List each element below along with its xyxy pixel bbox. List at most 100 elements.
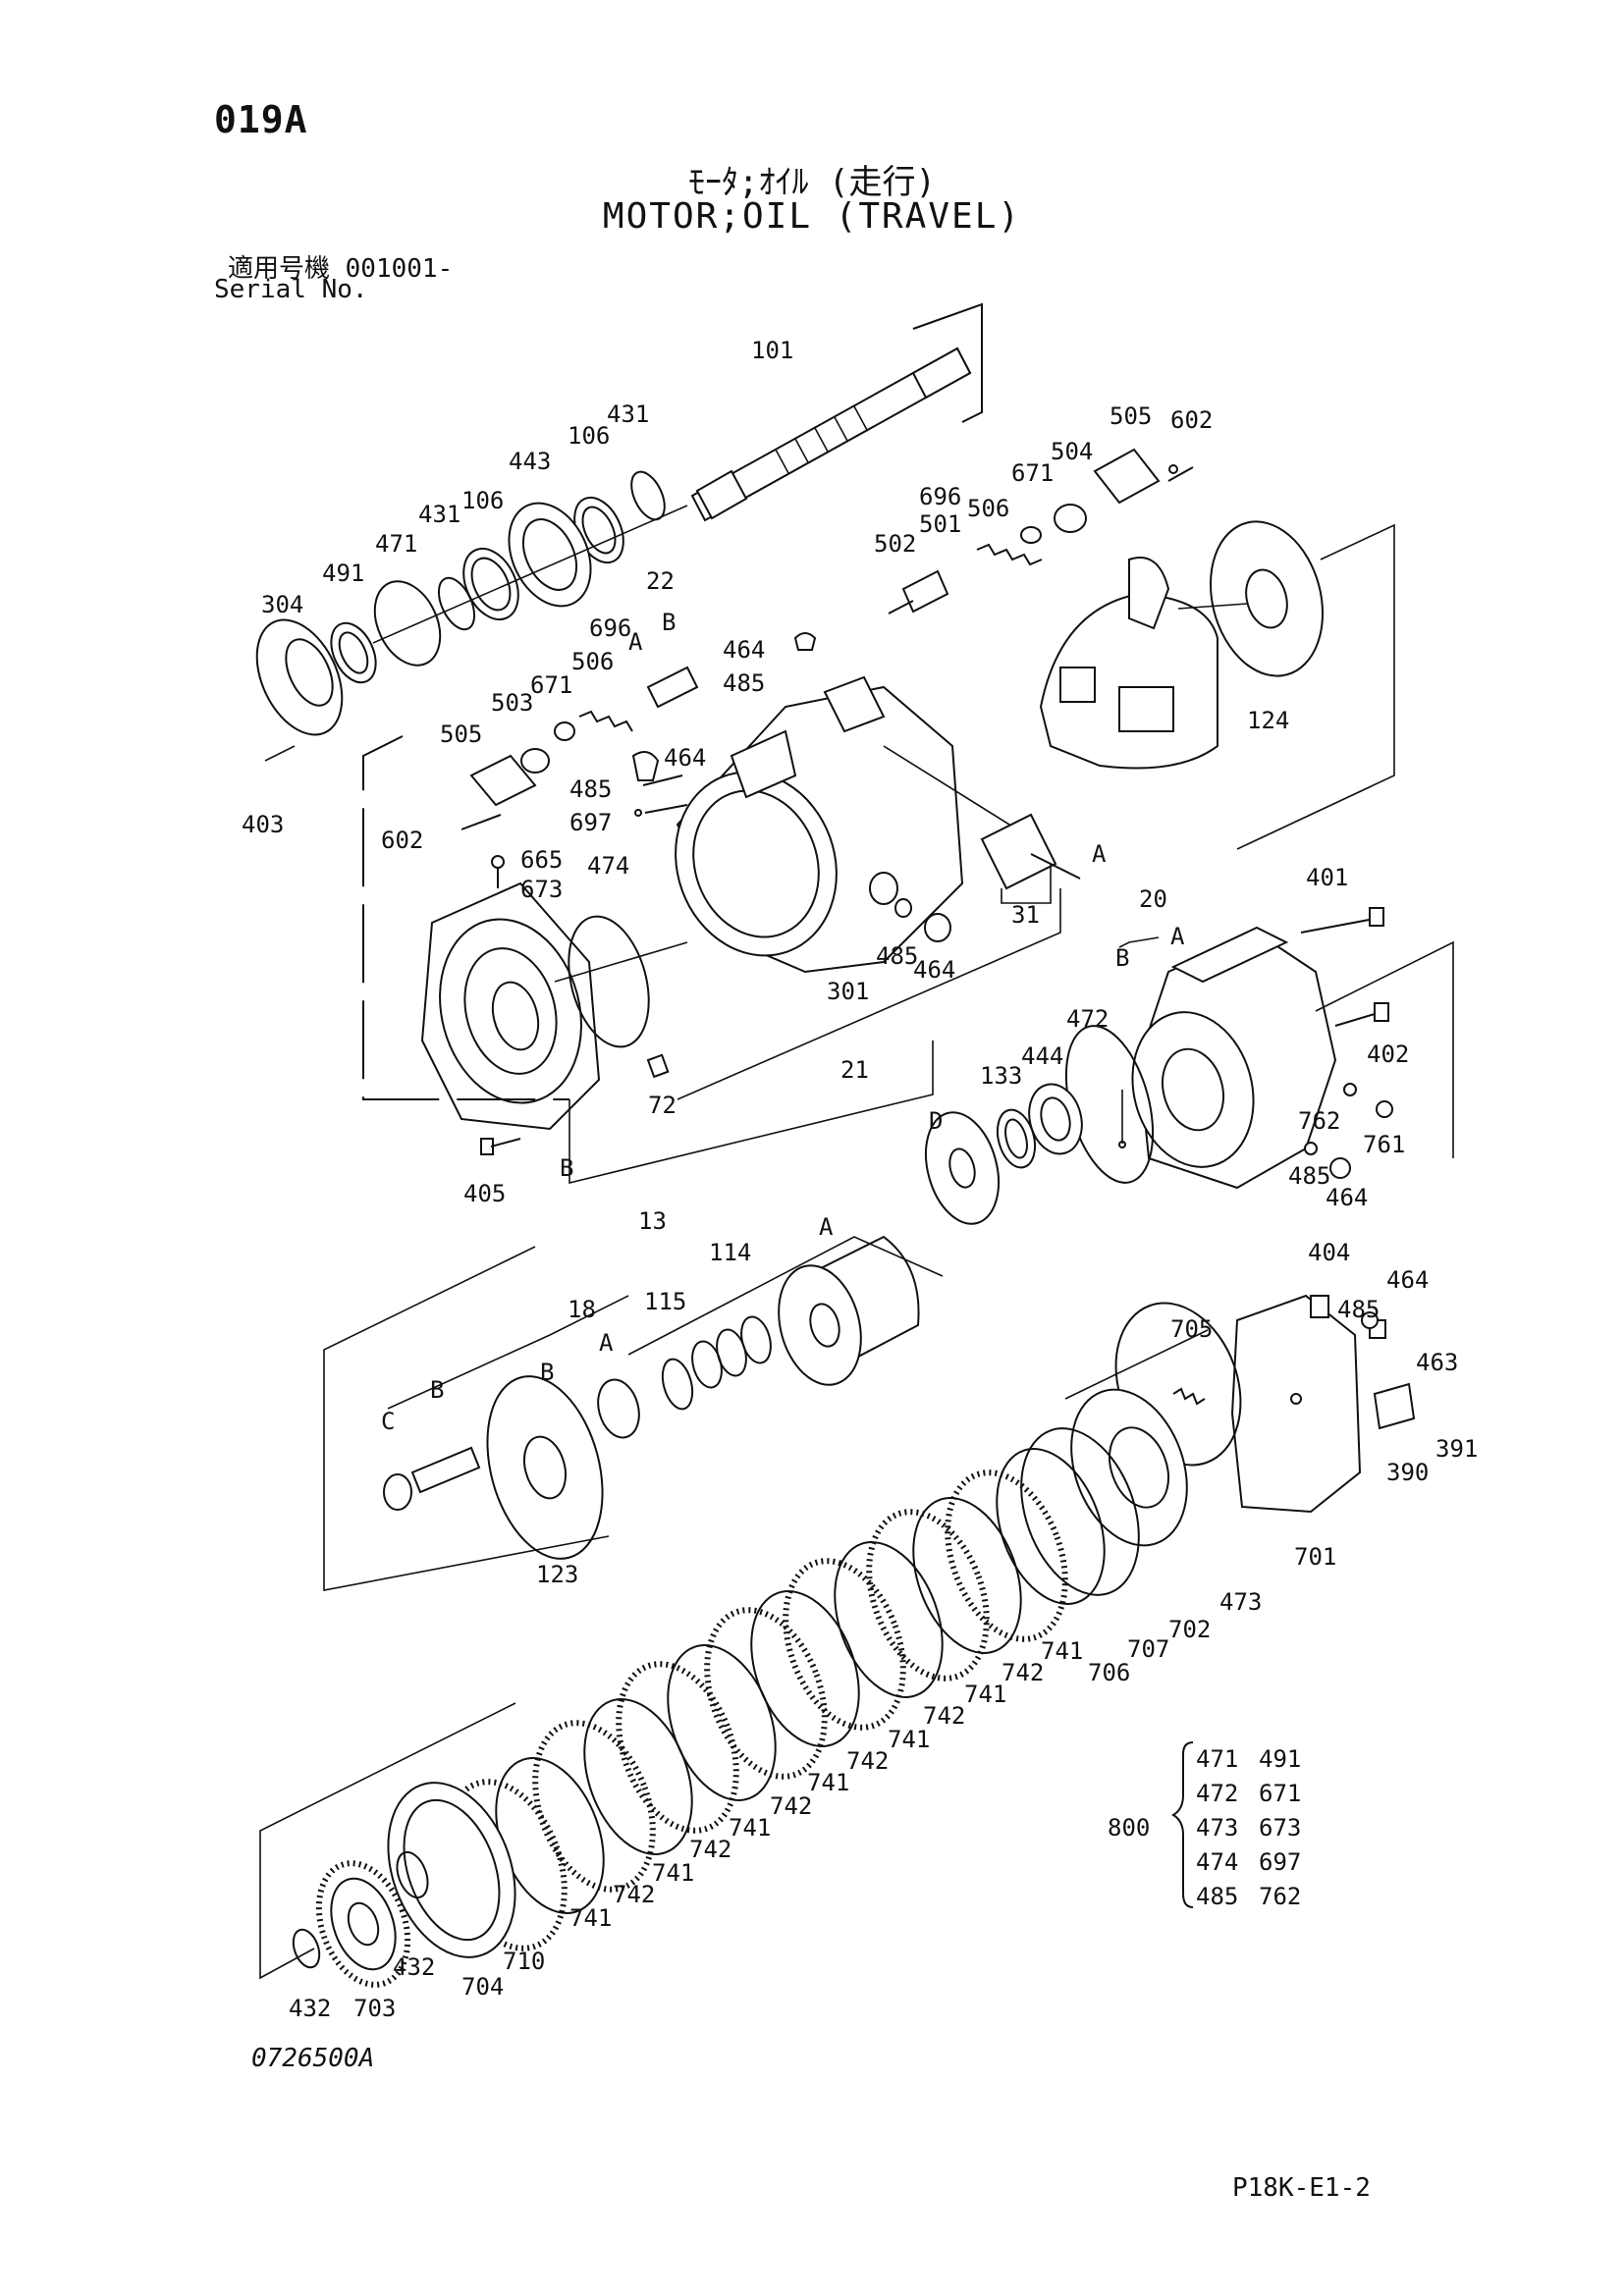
kit-part: 762	[1259, 1883, 1301, 1910]
callout-432: 432	[393, 1953, 435, 1981]
callout-742: 742	[846, 1747, 889, 1775]
title-japanese: ﾓｰﾀ;ｵｲﾙ (走行)	[688, 163, 936, 202]
callout-501: 501	[919, 510, 961, 538]
kit-brace	[1171, 1741, 1194, 1908]
kit-part: 485	[1196, 1883, 1238, 1910]
callout-485: 485	[876, 942, 918, 970]
kit-part: 491	[1259, 1745, 1301, 1773]
callout-463: 463	[1416, 1349, 1458, 1376]
callout-762: 762	[1298, 1107, 1340, 1135]
callout-741: 741	[569, 1904, 612, 1932]
callout-124: 124	[1247, 707, 1289, 734]
callout-506: 506	[571, 648, 614, 675]
letter-marker-a: A	[1170, 923, 1185, 950]
rotating-group-13	[323, 1025, 1155, 1591]
kit-part: 474	[1196, 1848, 1238, 1876]
callout-472: 472	[1066, 1005, 1109, 1033]
callout-502: 502	[874, 530, 916, 558]
callout-503: 503	[491, 689, 533, 717]
callout-602: 602	[381, 827, 423, 854]
callout-742: 742	[689, 1836, 731, 1863]
diagram-number: 0726500A	[251, 2044, 375, 2073]
callout-701: 701	[1294, 1543, 1336, 1571]
callout-443: 443	[509, 448, 551, 475]
callout-31: 31	[1011, 901, 1040, 929]
callout-741: 741	[729, 1814, 771, 1842]
callout-464: 464	[723, 636, 765, 664]
callout-473: 473	[1219, 1588, 1262, 1616]
cover-assembly-124	[1039, 520, 1395, 850]
callout-742: 742	[1001, 1659, 1044, 1686]
motor-housing-301	[675, 675, 1081, 974]
callout-114: 114	[709, 1239, 751, 1266]
callout-704: 704	[461, 1973, 504, 2001]
callout-671: 671	[1011, 459, 1054, 487]
kit-number: 800	[1108, 1814, 1150, 1842]
callout-741: 741	[964, 1681, 1006, 1708]
callout-13: 13	[638, 1207, 667, 1235]
callout-702: 702	[1168, 1616, 1211, 1643]
kit-part: 472	[1196, 1780, 1238, 1807]
callout-491: 491	[322, 560, 364, 587]
callout-464: 464	[1326, 1184, 1368, 1211]
page-reference: P18K-E1-2	[1232, 2173, 1371, 2203]
letter-marker-b: B	[662, 609, 676, 636]
callout-405: 405	[463, 1180, 506, 1207]
serial-label-english: Serial No.	[214, 275, 368, 304]
callout-133: 133	[980, 1062, 1022, 1090]
letter-marker-a: A	[628, 628, 643, 656]
letter-marker-c: C	[381, 1408, 395, 1435]
brake-plate-stack	[259, 1294, 1416, 1988]
callout-505: 505	[440, 721, 482, 748]
callout-403: 403	[242, 811, 284, 838]
callout-390: 390	[1386, 1459, 1429, 1486]
callout-706: 706	[1088, 1659, 1130, 1686]
callout-505: 505	[1110, 402, 1152, 430]
callout-602: 602	[1170, 406, 1213, 434]
callout-673: 673	[520, 876, 563, 903]
callout-742: 742	[613, 1881, 655, 1908]
callout-671: 671	[530, 671, 572, 699]
callout-401: 401	[1306, 864, 1348, 891]
callout-474: 474	[587, 852, 629, 880]
callout-471: 471	[375, 530, 417, 558]
callout-106: 106	[461, 487, 504, 514]
output-shaft-101	[690, 302, 983, 522]
title-english: MOTOR;OIL (TRAVEL)	[602, 196, 1022, 237]
letter-marker-b: B	[540, 1359, 554, 1386]
kit-part: 471	[1196, 1745, 1238, 1773]
letter-marker-a: A	[1092, 840, 1107, 868]
callout-741: 741	[1041, 1637, 1083, 1665]
valve-parts-upper	[460, 448, 1194, 830]
flange-assembly-21	[420, 855, 688, 1155]
letter-marker-a: A	[819, 1213, 834, 1241]
callout-431: 431	[607, 400, 649, 428]
kit-part: 673	[1259, 1814, 1301, 1842]
callout-464: 464	[913, 956, 955, 984]
callout-431: 431	[418, 501, 460, 528]
callout-391: 391	[1435, 1435, 1478, 1463]
page-code: 019A	[214, 98, 308, 141]
callout-18: 18	[568, 1296, 596, 1323]
callout-22: 22	[646, 567, 675, 595]
callout-697: 697	[569, 809, 612, 836]
callout-485: 485	[1288, 1162, 1330, 1190]
callout-106: 106	[568, 422, 610, 450]
callout-742: 742	[770, 1792, 812, 1820]
callout-432: 432	[289, 1995, 331, 2022]
callout-123: 123	[536, 1561, 578, 1588]
kit-table: 471 491 472 671 473 673 474 697 485 762	[1196, 1745, 1301, 1910]
callout-72: 72	[648, 1092, 677, 1119]
callout-301: 301	[827, 978, 869, 1005]
serial-label-japanese: 適用号機 001001-	[228, 254, 454, 284]
callout-741: 741	[652, 1859, 694, 1887]
callout-21: 21	[840, 1056, 869, 1084]
callout-20: 20	[1139, 885, 1167, 913]
callout-115: 115	[644, 1288, 686, 1315]
callout-665: 665	[520, 846, 563, 874]
callout-761: 761	[1363, 1131, 1405, 1158]
letter-marker-b: B	[430, 1376, 444, 1404]
kit-part: 697	[1259, 1848, 1301, 1876]
